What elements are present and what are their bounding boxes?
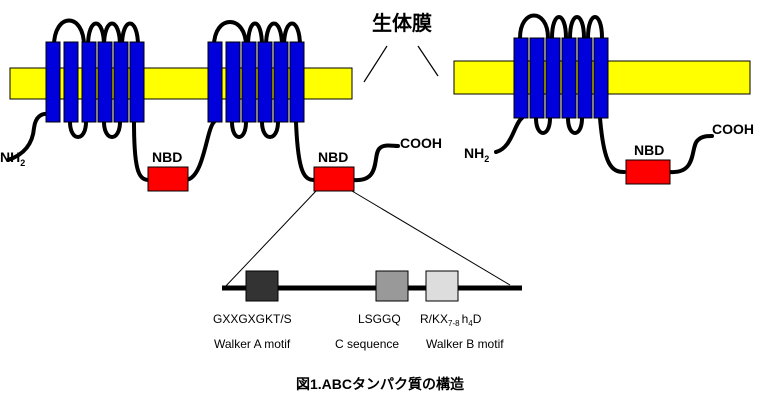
figure-caption: 図1.ABCタンパク質の構造: [296, 376, 464, 392]
helix: [63, 41, 79, 123]
helix: [257, 41, 273, 123]
helix: [129, 41, 145, 123]
helix: [81, 41, 97, 123]
walker-b-box: [425, 270, 459, 302]
helix: [113, 41, 129, 123]
loops-left: [6, 18, 400, 183]
helix: [577, 37, 593, 119]
helix: [513, 37, 529, 119]
nbd1-label: NBD: [152, 149, 182, 165]
membrane-title: 生体膜: [372, 11, 432, 35]
nbd-right-box: [625, 159, 671, 185]
zoom-line-left: [223, 190, 317, 289]
loops-right: [494, 13, 714, 175]
walker-a-sequence: GXXGXGKT/S: [213, 312, 292, 326]
helix: [529, 37, 545, 119]
c-sequence-box: [375, 270, 409, 302]
walker-b-name: Walker B motif: [426, 337, 504, 351]
helix: [545, 37, 561, 119]
helix: [45, 41, 61, 123]
n-terminus-label: NH2: [0, 149, 25, 168]
c-sequence-seq: LSGGQ: [358, 312, 401, 326]
tmd2-helices: [207, 41, 305, 123]
helix: [225, 41, 241, 123]
helix: [241, 41, 257, 123]
c-terminus-label-right: COOH: [712, 121, 754, 137]
nbd-right-label: NBD: [634, 142, 664, 158]
full-transporter: NBD NBD NH2 COOH: [0, 18, 442, 192]
helix: [561, 37, 577, 119]
helix: [289, 41, 305, 123]
helix: [593, 37, 609, 119]
helix: [207, 41, 223, 123]
n-terminus-label-right: NH2: [464, 145, 489, 164]
nbd2-box: [313, 166, 355, 192]
nbd2-label: NBD: [318, 149, 348, 165]
c-sequence-name: C sequence: [335, 337, 399, 351]
pointer-line-left: [363, 45, 388, 83]
zoom-line-right: [351, 190, 511, 286]
helix: [273, 41, 289, 123]
half-tmd-helices: [513, 37, 609, 119]
helix: [97, 41, 113, 123]
nbd-detail: GXXGXGKT/S Walker A motif LSGGQ C sequen…: [213, 190, 522, 351]
c-terminus-label: COOH: [400, 135, 442, 151]
tmd1-helices: [45, 41, 145, 123]
nbd1-box: [147, 166, 189, 192]
pointer-line-right: [417, 45, 439, 77]
walker-a-name: Walker A motif: [214, 337, 291, 351]
walker-a-box: [245, 270, 279, 302]
half-transporter: NBD NH2 COOH: [453, 13, 754, 185]
